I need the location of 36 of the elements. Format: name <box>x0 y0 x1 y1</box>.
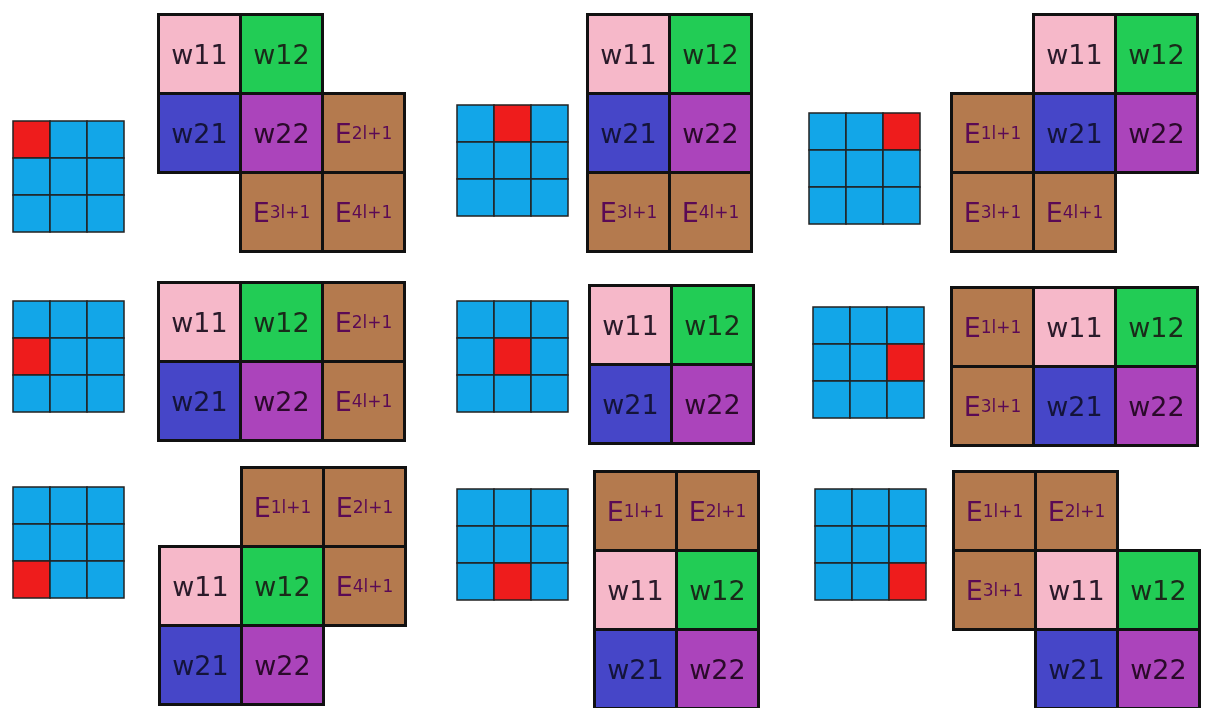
weight-cell: w21 <box>1034 628 1119 708</box>
weight-cell: w22 <box>1114 92 1199 174</box>
weight-cell: w12 <box>670 284 755 366</box>
weight-cell: w21 <box>1032 92 1117 174</box>
weight-cell: w22 <box>670 363 755 445</box>
weight-cell: w12 <box>675 549 760 631</box>
weight-cell: w12 <box>1116 549 1201 631</box>
weight-cell: w11 <box>588 284 673 366</box>
weight-cell: w11 <box>1034 549 1119 631</box>
weight-cell: w11 <box>586 13 671 95</box>
weight-cell: w11 <box>1032 13 1117 95</box>
weight-cell: w12 <box>1114 286 1199 368</box>
weight-cell: w21 <box>588 363 673 445</box>
weight-cell: w11 <box>1032 286 1117 368</box>
weight-cell: w22 <box>239 360 324 442</box>
weight-cell: w11 <box>157 13 242 95</box>
weight-cell: w22 <box>240 624 325 706</box>
weight-cell: w22 <box>1114 365 1199 447</box>
weight-cell: w21 <box>157 92 242 174</box>
weight-cell: w11 <box>157 281 242 363</box>
weight-cell: w22 <box>668 92 753 174</box>
weight-cell: w22 <box>239 92 324 174</box>
weight-cell: w12 <box>239 13 324 95</box>
weight-cell: w21 <box>157 360 242 442</box>
weight-cell: w11 <box>158 545 243 627</box>
weight-cell: w22 <box>675 628 760 708</box>
weight-cell: w21 <box>593 628 678 708</box>
weight-cell: w11 <box>593 549 678 631</box>
weight-cell: w12 <box>668 13 753 95</box>
weight-cell: w21 <box>1032 365 1117 447</box>
weight-cell: w22 <box>1116 628 1201 708</box>
weight-cell: w12 <box>1114 13 1199 95</box>
weight-cell: w21 <box>586 92 671 174</box>
weight-cell: w12 <box>239 281 324 363</box>
weight-cell: w21 <box>158 624 243 706</box>
weight-cell: w12 <box>240 545 325 627</box>
